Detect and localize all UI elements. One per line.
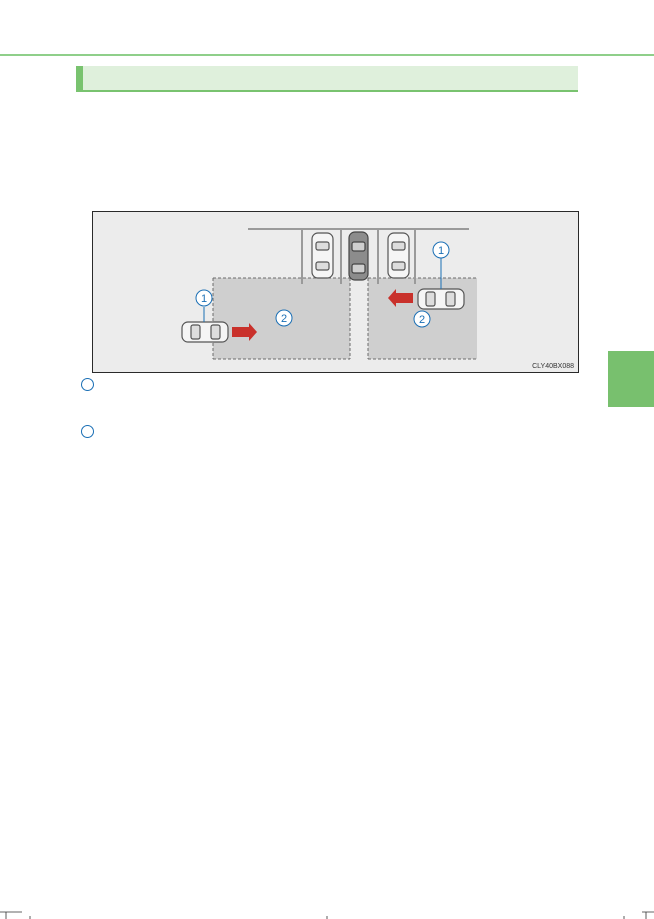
callout-label: 1	[438, 245, 444, 257]
chapter-tab	[608, 351, 654, 407]
callout-label: 1	[201, 293, 207, 305]
circle-icon	[81, 425, 94, 438]
callout-2-left	[275, 309, 293, 327]
circle-icon	[81, 378, 94, 391]
section-accent	[76, 66, 83, 90]
vehicle-right	[417, 288, 465, 310]
vehicle-left	[181, 321, 229, 343]
parked-car	[311, 232, 334, 279]
callout-1-left	[195, 289, 213, 307]
parked-car	[348, 231, 369, 281]
section-underline	[76, 90, 578, 92]
callout-label: 2	[419, 314, 425, 326]
arrow-left-icon	[388, 289, 413, 307]
figure-code: CLY40BX088	[532, 363, 574, 370]
section-heading-bar	[76, 66, 578, 92]
callout-1-right	[432, 241, 450, 259]
parking-illustration: 1 2 1 2 CLY40BX088	[92, 211, 579, 373]
zone-right-outline	[368, 277, 477, 360]
header-rule	[0, 54, 654, 56]
parking-diagram: 1 2 1 2	[181, 228, 477, 360]
zone-left-outline	[212, 277, 350, 360]
parked-car	[387, 232, 410, 279]
callout-2-right	[413, 310, 431, 328]
callout-label: 2	[281, 313, 287, 325]
arrow-right-icon	[232, 323, 257, 341]
